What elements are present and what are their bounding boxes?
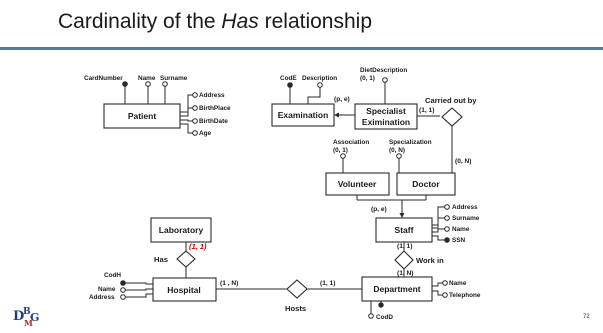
attr-cardnumber-key [122, 81, 128, 87]
entity-laboratory [150, 217, 212, 243]
entity-patient [103, 103, 181, 129]
isa-arrow-examination [334, 112, 339, 118]
entity-patient-label: Patient [128, 111, 157, 121]
entity-doctor-label: Doctor [412, 179, 440, 189]
attr-telephone: Telephone [449, 292, 481, 299]
attr-codh: CodH [104, 272, 121, 279]
relationship-has-label: Has [154, 255, 168, 264]
attr-examination-description: Description [302, 75, 337, 82]
attr-dietdescription: DietDescription [360, 67, 407, 74]
attr-hospital-address: Address [89, 294, 115, 301]
attr-staff-address: Address [452, 204, 478, 211]
attr-codd: CodD [376, 314, 393, 321]
dbg-logo: D B G M [13, 307, 39, 328]
relationship-carried-out-by [441, 107, 463, 127]
relationship-has [176, 250, 196, 268]
patient-group: CardNumber Name Surname Address BirthPla… [84, 75, 231, 137]
specialist-examination-group: DietDescription (0, 1) Specialist Eximin… [354, 67, 418, 130]
page-number: 72 [583, 314, 590, 320]
card-hospital-hosts: (1 , N) [220, 280, 238, 287]
attr-association: Association [333, 139, 369, 146]
card-specialist-carried-out-by: (1, 1) [419, 107, 434, 114]
relationship-hosts [286, 279, 308, 299]
attr-code: CodE [280, 75, 297, 82]
attr-age: Age [199, 130, 212, 137]
attr-staff-name: Name [452, 226, 470, 233]
card-specialization: (0, N) [389, 147, 405, 154]
card-dietdescription: (0, 1) [360, 75, 375, 82]
entity-hospital [152, 277, 217, 302]
attr-patient-address: Address [199, 92, 225, 99]
relationship-work-in [394, 250, 414, 270]
attr-ssn: SSN [452, 237, 466, 244]
card-doctor-carried-out-by: (0, N) [455, 158, 471, 165]
svg-text:M: M [24, 318, 33, 328]
card-examination-generalization: (p, e) [334, 96, 350, 103]
title-bar: Cardinality of the Has relationship [0, 0, 603, 46]
card-association: (0, 1) [333, 147, 348, 154]
entity-staff-label: Staff [395, 225, 414, 235]
isa-arrow-staff [399, 213, 405, 218]
entity-specialist-examination [354, 103, 418, 130]
attr-birthdate: BirthDate [199, 118, 228, 125]
svg-text:G: G [30, 311, 39, 324]
department-group: Name Telephone CodD Department [361, 276, 481, 321]
attr-patient-name-marker [145, 81, 151, 87]
attr-patient-surname-marker [162, 81, 168, 87]
attr-birthplace: BirthPlace [199, 105, 231, 112]
relationship-carried-out-by-label: Carried out by [425, 96, 477, 105]
entity-specialist-label-1: Specialist [366, 106, 406, 116]
card-staff-generalization: (p, e) [371, 206, 387, 213]
entity-laboratory-label: Laboratory [159, 225, 204, 235]
title-rule [0, 47, 603, 50]
relationship-work-in-label: Work in [416, 256, 444, 265]
svg-text:D: D [13, 309, 24, 324]
entity-staff [375, 217, 433, 243]
attr-staff-surname: Surname [452, 215, 480, 222]
entity-specialist-label-2: Eximination [362, 117, 410, 127]
attr-hospital-name: Name [98, 286, 116, 293]
volunteer-group: Association (0, 1) Volunteer [325, 139, 390, 196]
slide-title: Cardinality of the Has relationship [58, 10, 372, 34]
staff-group: Address Surname Name SSN Staff [375, 204, 480, 244]
entity-volunteer-label: Volunteer [338, 179, 377, 189]
card-staff-work-in: (1, 1) [397, 243, 412, 250]
svg-text:B: B [23, 307, 31, 317]
attr-patient-surname: Surname [160, 75, 188, 82]
entity-examination-label: Examination [278, 110, 329, 120]
card-laboratory-has: (1, 1) [189, 242, 207, 251]
entity-hospital-label: Hospital [167, 285, 201, 295]
card-department-hosts: (1, 1) [320, 280, 335, 287]
attr-cardnumber: CardNumber [84, 75, 123, 82]
hospital-group: CodH Name Address Hospital [89, 272, 217, 302]
attr-specialization: Specialization [389, 139, 432, 146]
examination-group: CodE Description Examination [271, 75, 337, 127]
card-department-work-in: (1, N) [397, 270, 413, 277]
entity-department-label: Department [373, 284, 420, 294]
relationship-hosts-label: Hosts [285, 304, 306, 313]
attr-department-name: Name [449, 280, 467, 287]
title-emphasis: Has [221, 10, 259, 33]
title-suffix: relationship [258, 10, 373, 33]
title-prefix: Cardinality of the [58, 10, 222, 33]
attr-patient-name: Name [138, 75, 156, 82]
doctor-group: Specialization (0, N) Doctor [389, 139, 456, 196]
